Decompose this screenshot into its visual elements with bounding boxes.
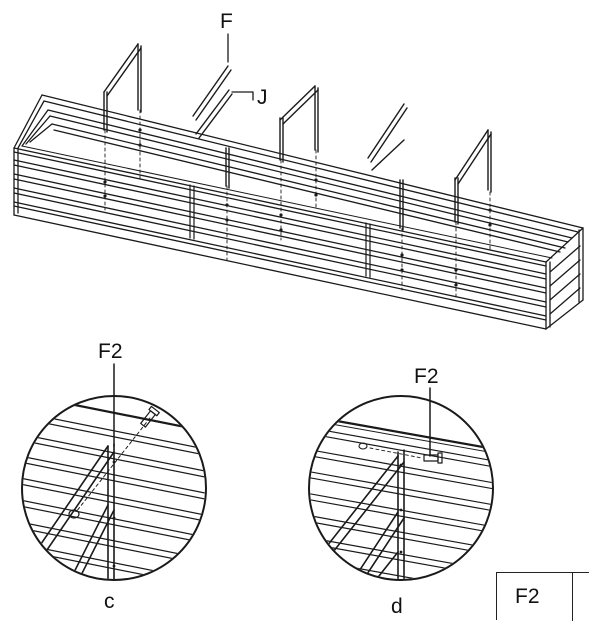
bracket-2 [192, 65, 233, 189]
label-d: d [391, 595, 403, 618]
bed-front-face [13, 147, 547, 330]
detail-c [21, 363, 207, 581]
parts-table-divider [572, 573, 573, 621]
bed-right-end [545, 227, 584, 330]
label-f2-detail-d: F2 [414, 365, 439, 388]
detail-d [308, 387, 494, 581]
parts-table-f2: F2 [515, 585, 540, 608]
bracket-5 [454, 129, 492, 225]
bed-panel-seams [189, 184, 371, 278]
support-brackets [103, 43, 492, 231]
label-f: F [220, 10, 233, 33]
bed-back-wall [41, 94, 584, 253]
screw-dots [103, 128, 492, 287]
bracket-3 [279, 85, 319, 163]
bed-left-end [13, 94, 53, 216]
label-c: c [104, 590, 115, 613]
raised-bed [13, 94, 584, 330]
parts-table: F2 [496, 572, 589, 621]
label-f2-detail-c: F2 [98, 340, 123, 363]
bed-front-rim [21, 145, 553, 259]
bracket-4 [367, 103, 408, 231]
label-j: J [257, 86, 268, 109]
label-j-leader [231, 91, 254, 101]
bracket-1 [103, 43, 142, 133]
